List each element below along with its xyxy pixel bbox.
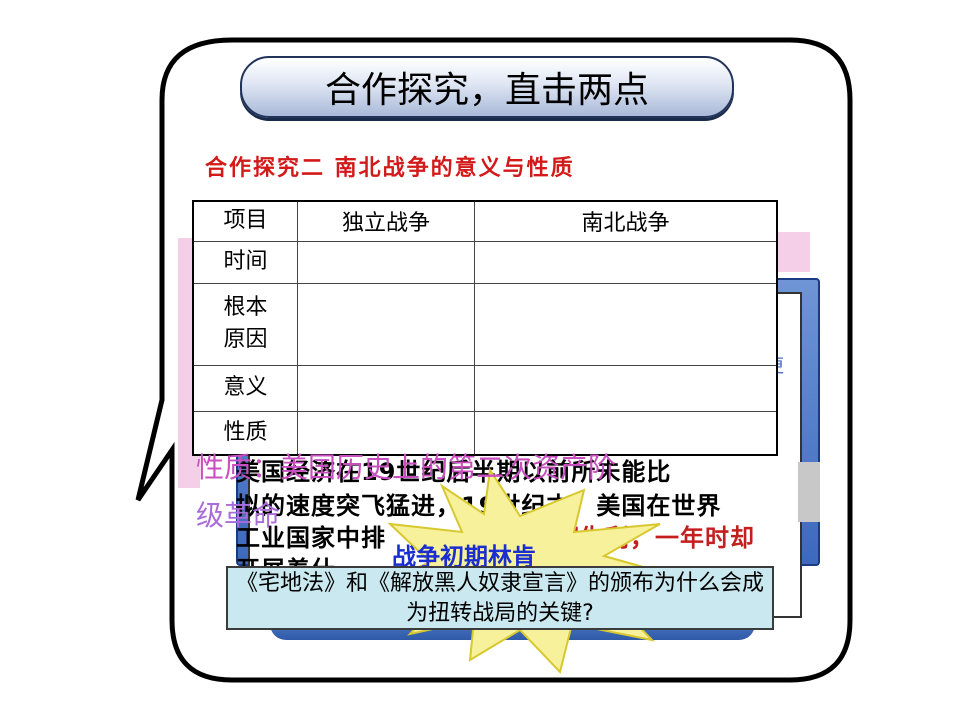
table-cell[interactable] [297,282,475,366]
slide-title: 合作探究，直击两点 [240,56,734,118]
table-row: 性质 [192,410,778,456]
table-cell[interactable] [474,410,778,456]
table-row: 时间 [192,240,778,284]
table-cell[interactable] [474,282,778,366]
background-text-line-3: 工业国家中排 [236,524,386,552]
background-text-line-1: 美国经济在19世纪后半期以前所未能比 [236,458,672,486]
table-cell[interactable] [297,240,475,284]
comparison-table: 项目 独立战争 南北战争 时间 根本 原因 意义 性质 [192,200,778,456]
table-row: 意义 [192,364,778,412]
table-cell[interactable] [297,410,475,456]
row-label-nature: 性质 [192,410,298,456]
question-box: 《宅地法》和《解放黑人奴隶宣言》的颁布为什么会成为扭转战局的关键? [226,566,774,630]
table-header-cell: 项目 [192,200,298,242]
pink-highlight-top [776,232,810,272]
table-cell[interactable] [474,240,778,284]
background-gray-edge [798,462,820,522]
row-label-cause: 根本 原因 [192,282,298,366]
table-row: 根本 原因 [192,282,778,366]
nature-answer-line-2: 级革命 [196,499,281,532]
table-header-cell: 南北战争 [474,200,778,242]
slide-subtitle: 合作探究二 南北战争的意义与性质 [205,156,575,181]
nature-answer-line-1: 性质：美国历史上的第二次资产阶 [196,451,617,484]
